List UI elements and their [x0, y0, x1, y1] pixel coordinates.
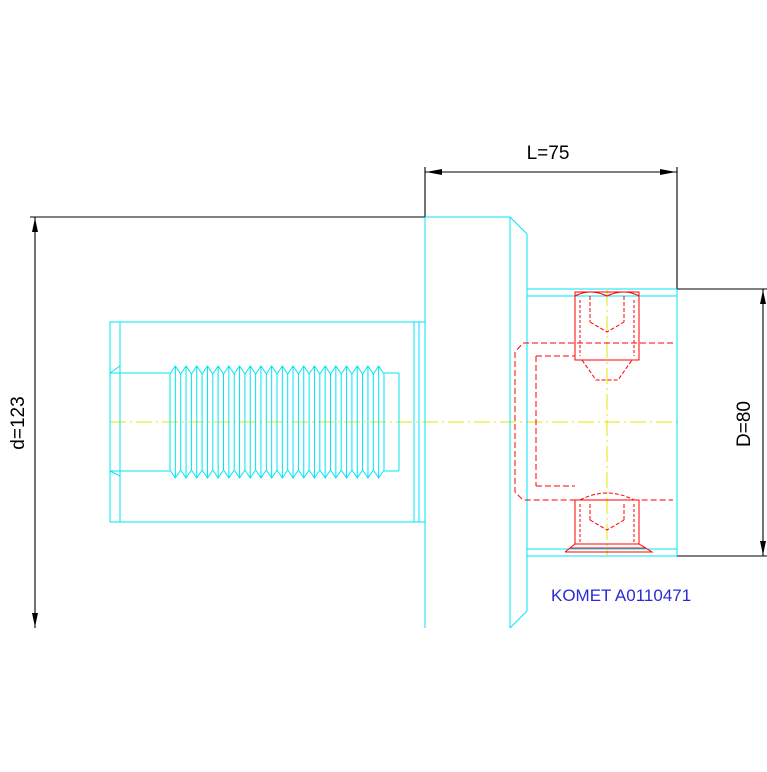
- dimension-length-label: L=75: [527, 143, 570, 164]
- thread-profile: [169, 365, 385, 479]
- tool-body: [419, 216, 678, 629]
- hidden-features: [514, 342, 673, 501]
- top-insert-screw: [574, 291, 640, 381]
- part-number-label: KOMET A0110471: [551, 586, 691, 605]
- shank: [109, 321, 420, 523]
- dimension-lines: [30, 167, 767, 628]
- shank-thread: [169, 365, 385, 479]
- dimension-bore-diameter-label: D=80: [734, 401, 755, 447]
- dimension-arrowheads: [32, 169, 766, 627]
- bottom-insert-screw: [564, 492, 654, 553]
- dimension-outer-diameter-label: d=123: [8, 396, 29, 449]
- centerlines: [110, 290, 680, 555]
